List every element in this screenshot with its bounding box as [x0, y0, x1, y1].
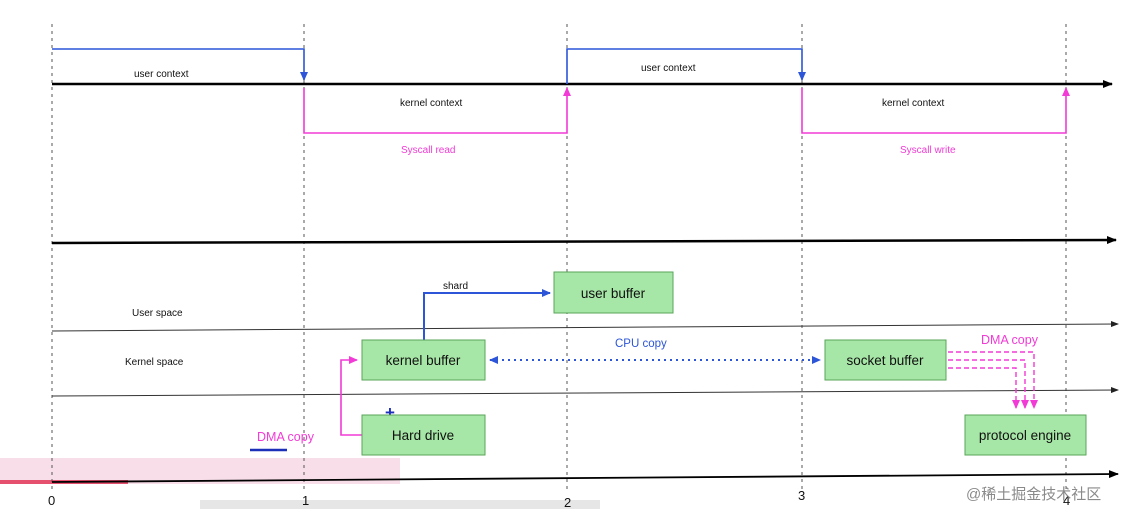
kernel-space-label: Kernel space — [125, 357, 184, 368]
timeline-axis-bottom — [51, 470, 1119, 483]
kernel-space-line — [51, 387, 1119, 397]
cursor-plus-icon: + — [385, 403, 395, 422]
tick-1: 1 — [302, 493, 309, 508]
socket-buffer-box: socket buffer — [824, 339, 947, 381]
dma-copy-arrow-left — [340, 356, 362, 436]
user-space-line — [51, 321, 1119, 332]
kernel-buffer-label: kernel buffer — [386, 353, 461, 368]
shard-label: shard — [443, 281, 468, 292]
hard-drive-label: Hard drive — [392, 428, 454, 443]
cpu-copy-label: CPU copy — [615, 338, 667, 350]
user-context-line-1 — [52, 48, 308, 81]
user-buffer-label: user buffer — [581, 286, 646, 301]
user-buffer-box: user buffer — [553, 271, 674, 314]
tick-4: 4 — [1063, 493, 1070, 508]
bottom-bar — [200, 500, 600, 509]
separator-axis — [51, 236, 1117, 245]
protocol-engine-box: protocol engine — [964, 414, 1087, 456]
dma-copy-arrows-right — [948, 351, 1038, 409]
tick-3: 3 — [798, 488, 805, 503]
user-context-label-2: user context — [641, 63, 696, 74]
watermark: @稀土掘金技术社区 — [966, 486, 1101, 503]
user-context-label-1: user context — [134, 69, 189, 80]
kernel-context-label-1: kernel context — [400, 98, 462, 109]
syscall-write-label: Syscall write — [900, 145, 956, 156]
tick-2: 2 — [564, 495, 571, 509]
user-context-line-2 — [566, 48, 806, 84]
tick-0: 0 — [48, 493, 55, 508]
syscall-read-label: Syscall read — [401, 145, 455, 156]
kernel-context-line-2 — [801, 87, 1070, 134]
kernel-context-label-2: kernel context — [882, 98, 944, 109]
shard-arrow — [423, 289, 551, 340]
time-guides — [51, 24, 1067, 492]
dma-copy-label-right: DMA copy — [981, 333, 1039, 347]
kernel-buffer-box: kernel buffer — [361, 339, 486, 381]
dma-copy-label-left: DMA copy — [257, 430, 315, 444]
user-space-label: User space — [132, 308, 183, 319]
socket-buffer-label: socket buffer — [846, 353, 924, 368]
protocol-engine-label: protocol engine — [979, 428, 1071, 443]
kernel-context-line-1 — [303, 87, 571, 134]
hard-drive-box: Hard drive — [361, 414, 486, 456]
